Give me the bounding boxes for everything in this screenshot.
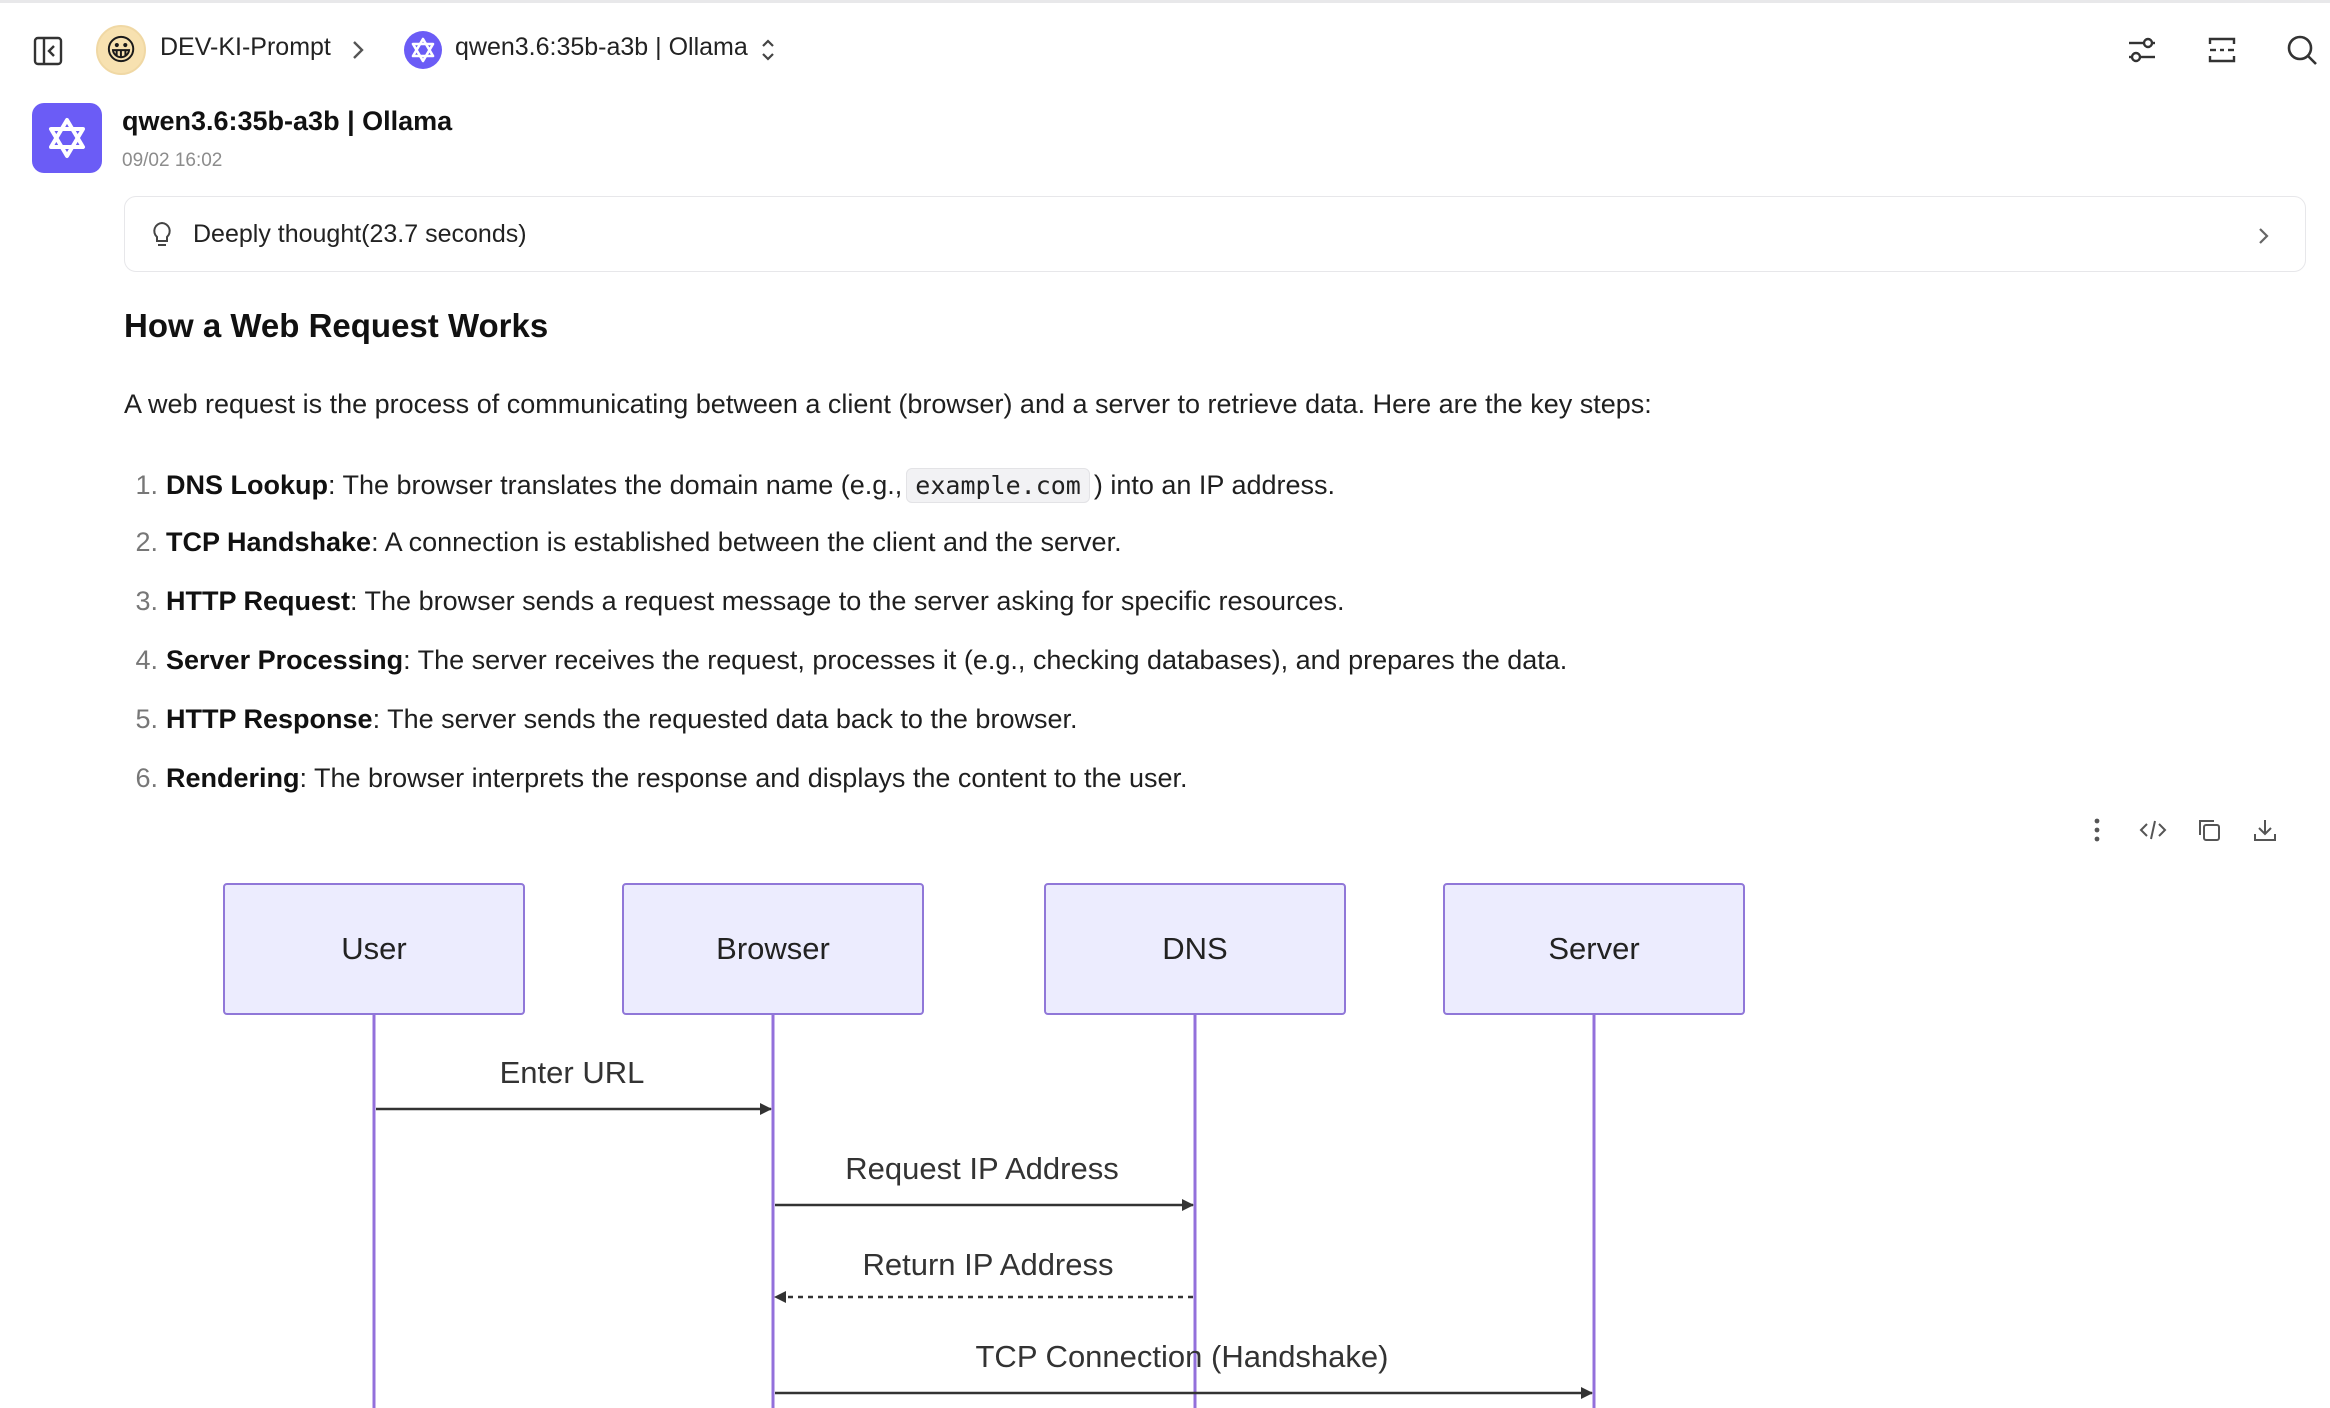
assistant-avatar [32, 103, 102, 173]
copy-icon[interactable] [2191, 812, 2227, 848]
chevron-updown-icon[interactable] [756, 33, 780, 67]
participant-label: Server [1548, 931, 1639, 966]
step-title: TCP Handshake [166, 527, 372, 557]
step-text: : A connection is established between th… [371, 527, 1122, 557]
chevron-right-icon [348, 33, 370, 67]
chevron-right-icon[interactable] [2253, 221, 2275, 251]
thinking-label: Deeply thought(23.7 seconds) [193, 220, 527, 248]
step-text: ) into an IP address. [1093, 470, 1336, 500]
step-number: 3. [135, 586, 158, 616]
step-number: 4. [135, 645, 158, 675]
steps-list: 1. DNS Lookup : The browser translates t… [124, 468, 2024, 822]
participant-label: Browser [716, 931, 830, 966]
inline-code: example.com [906, 468, 1090, 503]
list-item: 5. HTTP Response : The server sends the … [124, 704, 2024, 763]
step-text: : The browser translates the domain name… [328, 470, 903, 500]
step-text: : The browser sends a request message to… [350, 586, 1345, 616]
layout-icon[interactable] [2200, 28, 2244, 72]
message-title: qwen3.6:35b-a3b | Ollama [122, 106, 453, 136]
list-item: 4. Server Processing : The server receiv… [124, 645, 2024, 704]
model-logo-icon [404, 31, 442, 69]
list-item: 6. Rendering : The browser interprets th… [124, 763, 2024, 822]
step-text: : The server receives the request, proce… [403, 645, 1568, 675]
step-number: 5. [135, 704, 158, 734]
participant-user: User [223, 883, 525, 1015]
participant-label: User [341, 931, 406, 966]
step-title: Rendering [166, 763, 300, 793]
step-text: : The browser interprets the response an… [299, 763, 1188, 793]
code-icon[interactable] [2135, 812, 2171, 848]
sidebar-toggle-icon[interactable] [28, 31, 68, 71]
message-label: TCP Connection (Handshake) [976, 1339, 1389, 1374]
message-return-ip: Return IP Address [774, 1247, 1193, 1303]
list-item: 2. TCP Handshake : A connection is estab… [124, 527, 2024, 586]
thinking-panel[interactable]: Deeply thought(23.7 seconds) [124, 196, 2306, 272]
message-timestamp: 09/02 16:02 [122, 150, 223, 171]
step-number: 2. [135, 527, 158, 557]
message-tcp-connection: TCP Connection (Handshake) [775, 1339, 1593, 1399]
more-options-icon[interactable] [2079, 812, 2115, 848]
sequence-diagram: User Browser DNS Server Enter URL Reques… [223, 883, 1745, 1408]
message-label: Return IP Address [862, 1247, 1113, 1282]
download-icon[interactable] [2247, 812, 2283, 848]
step-title: HTTP Request [166, 586, 351, 616]
step-title: DNS Lookup [166, 470, 328, 500]
step-number: 6. [135, 763, 158, 793]
step-text: : The server sends the requested data ba… [372, 704, 1078, 734]
agent-avatar[interactable]: 😀 [96, 25, 146, 75]
message-request-ip: Request IP Address [775, 1151, 1194, 1211]
step-title: HTTP Response [166, 704, 373, 734]
step-number: 1. [135, 470, 158, 500]
message-enter-url: Enter URL [376, 1055, 772, 1115]
tune-icon[interactable] [2120, 28, 2164, 72]
model-selector-label[interactable]: qwen3.6:35b-a3b | Ollama [455, 33, 748, 61]
participant-server: Server [1443, 883, 1745, 1015]
answer-intro: A web request is the process of communic… [124, 389, 1652, 419]
search-icon[interactable] [2280, 28, 2324, 72]
list-item: 1. DNS Lookup : The browser translates t… [124, 468, 2024, 527]
message-label: Request IP Address [845, 1151, 1118, 1186]
list-item: 3. HTTP Request : The browser sends a re… [124, 586, 2024, 645]
participant-label: DNS [1162, 931, 1227, 966]
step-title: Server Processing [166, 645, 404, 675]
answer-heading: How a Web Request Works [124, 307, 549, 344]
lightbulb-icon [147, 219, 177, 251]
breadcrumb-agent-name[interactable]: DEV-KI-Prompt [160, 33, 331, 61]
message-label: Enter URL [500, 1055, 645, 1090]
participant-browser: Browser [622, 883, 924, 1015]
top-bar: 😀 DEV-KI-Prompt qwen3.6:35b-a3b | Ollama [0, 0, 2330, 92]
participant-dns: DNS [1044, 883, 1346, 1015]
